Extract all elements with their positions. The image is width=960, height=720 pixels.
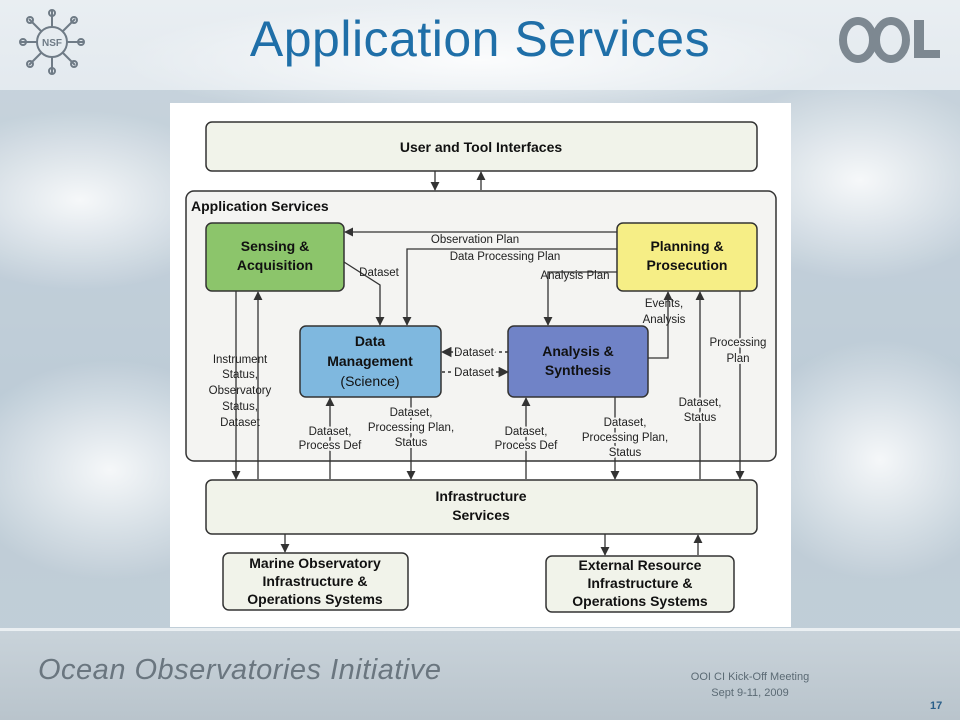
label-dm-plan-line1: Dataset,: [390, 407, 433, 419]
infrastructure-label-line2: Services: [452, 507, 510, 523]
nsf-logo-text: NSF: [42, 38, 62, 49]
dataset-dashed-arrows: [440, 346, 510, 378]
marine-label-line1: Marine Observatory: [249, 555, 381, 571]
label-as-plan-line2: Processing Plan,: [582, 432, 668, 444]
analysis-label-line1: Analysis &: [542, 343, 614, 359]
marine-observatory-box: [222, 552, 409, 611]
label-events-line1: Events,: [645, 298, 683, 310]
nsf-logo-icon: NSF: [19, 9, 85, 75]
label-dataset-top: Dataset: [359, 267, 399, 279]
analysis-synthesis-box: [507, 325, 649, 398]
data-mgmt-label-line2: Management: [327, 353, 413, 369]
label-instrument-line2: Status,: [222, 369, 258, 381]
label-dm-plan-line2: Processing Plan,: [368, 422, 454, 434]
label-as-process-line1: Dataset,: [505, 426, 548, 438]
data-mgmt-label-line1: Data: [355, 333, 386, 349]
label-dm-process-line1: Dataset,: [309, 426, 352, 438]
label-dataset-2: Dataset: [454, 367, 494, 379]
sensing-acquisition-box: [205, 222, 345, 292]
page-number: 17: [930, 700, 943, 712]
external-resource-box: [545, 555, 735, 613]
ooi-logo-icon: [839, 17, 940, 63]
footer-date: Sept 9-11, 2009: [711, 687, 789, 699]
planning-label-line2: Prosecution: [647, 257, 728, 273]
label-dm-process-line2: Process Def: [299, 440, 362, 452]
label-dataset-status-line2: Status: [684, 412, 717, 424]
label-as-plan-line3: Status: [609, 447, 642, 459]
label-observation-plan: Observation Plan: [431, 234, 519, 246]
planning-label-line1: Planning &: [650, 238, 723, 254]
label-dataset-status-line1: Dataset,: [679, 397, 722, 409]
marine-label-line2: Infrastructure &: [262, 573, 367, 589]
infrastructure-label-line1: Infrastructure: [435, 488, 526, 504]
analysis-label-line2: Synthesis: [545, 362, 611, 378]
label-as-plan-line1: Dataset,: [604, 417, 647, 429]
connector-arrows: [231, 171, 745, 556]
label-analysis-plan: Analysis Plan: [540, 270, 609, 282]
label-processing-line1: Processing: [710, 337, 767, 349]
architecture-diagram: User and Tool Interfaces Application Ser…: [170, 103, 791, 627]
label-instrument-line3: Observatory: [209, 385, 272, 397]
data-management-box: [299, 325, 442, 398]
footer-meeting: OOI CI Kick-Off Meeting: [690, 671, 810, 683]
label-processing-line2: Plan: [726, 353, 749, 365]
sensing-label-line1: Sensing &: [241, 238, 309, 254]
diagram-canvas: User and Tool Interfaces Application Ser…: [185, 121, 777, 613]
label-instrument-line1: Instrument: [213, 354, 268, 366]
user-tool-interfaces-label: User and Tool Interfaces: [400, 139, 563, 155]
label-as-process-line2: Process Def: [495, 440, 558, 452]
application-services-label: Application Services: [191, 198, 329, 214]
external-label-line1: External Resource: [579, 557, 702, 573]
planning-prosecution-box: [616, 222, 758, 292]
data-mgmt-label-line3: (Science): [340, 373, 399, 389]
label-instrument-line5: Dataset: [220, 417, 260, 429]
marine-label-line3: Operations Systems: [247, 591, 383, 607]
brand-wordmark: Ocean Observatories Initiative: [38, 654, 442, 686]
label-instrument-line4: Status,: [222, 401, 258, 413]
sensing-label-line2: Acquisition: [237, 257, 313, 273]
external-label-line2: Infrastructure &: [587, 575, 692, 591]
infrastructure-services-box: [205, 479, 758, 535]
user-tool-interfaces-box: [205, 121, 758, 172]
slide-title: Application Services: [249, 11, 711, 67]
label-dataset-1: Dataset: [454, 347, 494, 359]
label-dm-plan-line3: Status: [395, 437, 428, 449]
external-label-line3: Operations Systems: [572, 593, 708, 609]
label-events-line2: Analysis: [643, 314, 686, 326]
label-data-processing-plan: Data Processing Plan: [450, 251, 561, 263]
